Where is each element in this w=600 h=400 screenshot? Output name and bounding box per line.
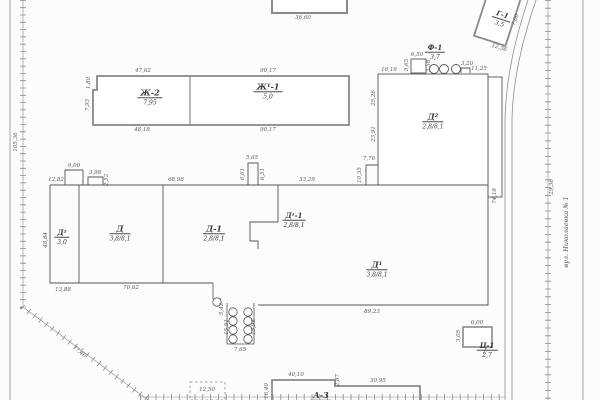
dim-label: 6,51 xyxy=(260,167,266,181)
dim-label: 68,98 xyxy=(168,177,184,183)
building-label-d1-mid: Д-1 2,8/8,1 xyxy=(203,224,225,242)
dim-label: 2,52 xyxy=(104,173,110,187)
building-top-outline xyxy=(271,0,348,14)
dim-label: 47,62 xyxy=(135,68,151,74)
building-c1-outline xyxy=(462,326,493,355)
building-label-a3: А-3 xyxy=(310,390,332,400)
dim-label: 48,18 xyxy=(134,127,150,133)
dim-label: 9,00 xyxy=(67,163,81,169)
building-name: Ж¹-1 xyxy=(253,82,283,93)
dim-label: 7,65 xyxy=(233,347,247,353)
dim-label: 29,36 xyxy=(549,179,555,195)
building-name: Д² xyxy=(422,112,444,123)
dim-label: 2,87 xyxy=(335,373,341,387)
dim-label: 40,10 xyxy=(288,372,304,378)
building-label-f1: Ф-1 3,7 xyxy=(424,43,446,61)
building-label-d: Д 3,8/8,1 xyxy=(109,224,131,242)
building-label-d1-1: Д¹-1 2,8/8,1 xyxy=(282,211,306,229)
building-name: Ц-1 xyxy=(476,341,498,351)
shed-dashed-outline xyxy=(189,381,226,400)
building-label-d2-small: Д² 3,0 xyxy=(54,228,70,246)
dim-label: 74,18 xyxy=(492,188,498,204)
frame-lines xyxy=(9,0,584,400)
building-name: Ж-2 xyxy=(137,88,163,99)
building-label-d1-big: Д¹ 3,8/8,1 xyxy=(366,260,388,278)
dim-label: 6,50 xyxy=(410,52,424,58)
dim-label: 10,35 xyxy=(357,167,363,183)
building-label-zh2: Ж-2 7,95 xyxy=(137,88,163,106)
dim-label: 3,58 xyxy=(426,59,432,73)
dim-label: 36,60 xyxy=(295,15,311,21)
building-label-zh1: Ж¹-1 5,0 xyxy=(253,82,283,100)
building-height: 7,95 xyxy=(143,98,157,106)
building-height: 2,8/8,1 xyxy=(422,122,444,130)
building-height: 2,7 xyxy=(482,351,492,359)
dim-label: 89,23 xyxy=(364,309,380,315)
dim-label: 15,51 xyxy=(224,319,230,335)
building-name: Д xyxy=(109,224,131,235)
dim-label: 30,95 xyxy=(370,378,386,384)
dim-label: 7,76 xyxy=(362,156,376,162)
dim-label: 12,82 xyxy=(48,177,64,183)
street-name-label: вул. Николаевка № 1 xyxy=(562,196,570,268)
dim-label: 1,80 xyxy=(86,76,92,90)
dim-label: 6,61 xyxy=(240,167,246,181)
building-height: 2,8/8,1 xyxy=(203,234,225,242)
dim-label: 90,17 xyxy=(260,127,276,133)
building-name: А-3 xyxy=(310,390,332,400)
building-label-c1: Ц-1 2,7 xyxy=(476,341,498,359)
courtyard-columns xyxy=(212,283,255,345)
dim-label: 15,98 xyxy=(251,319,257,335)
building-name: Д¹-1 xyxy=(282,211,306,221)
building-height: 3,7 xyxy=(430,53,440,61)
building-height: 3,0 xyxy=(57,238,67,246)
dim-label: 48,84 xyxy=(43,232,49,248)
dim-label: 7,93 xyxy=(85,98,91,112)
boundary-fence xyxy=(20,0,551,400)
dim-label: 16,40 xyxy=(264,383,270,399)
building-height: 2,8/8,1 xyxy=(283,221,305,229)
building-name: Д¹ xyxy=(366,260,388,271)
structure-f1 xyxy=(410,58,471,74)
building-height: 3,8/8,1 xyxy=(109,234,131,242)
building-name: Ф-1 xyxy=(424,43,446,53)
building-name: Д-1 xyxy=(203,224,225,235)
dim-label: 13,88 xyxy=(55,287,71,293)
road xyxy=(504,0,537,400)
building-height: 5,0 xyxy=(263,92,273,100)
dim-label: 3,05 xyxy=(456,329,462,343)
building-height: 3,8/8,1 xyxy=(366,270,388,278)
dim-label: 33,29 xyxy=(299,177,315,183)
dim-label: 16,16 xyxy=(381,67,397,73)
dim-label: 3,98 xyxy=(88,170,102,176)
tank-circle xyxy=(429,64,439,74)
dim-label: 70,62 xyxy=(123,285,139,291)
building-zh-outline xyxy=(92,75,350,126)
tank-circle xyxy=(439,64,449,74)
dim-label: 90,17 xyxy=(260,68,276,74)
building-label-d2-big: Д² 2,8/8,1 xyxy=(422,112,444,130)
building-a3-outline xyxy=(271,379,421,400)
dim-label: 11,25 xyxy=(471,66,487,72)
dim-label: 105,36 xyxy=(13,132,19,152)
dim-label: 12,50 xyxy=(199,387,215,393)
dim-label: 5,65 xyxy=(245,155,259,161)
building-complex-outline xyxy=(49,162,489,306)
dim-label: 5,42 xyxy=(219,302,225,316)
dim-label: 23,91 xyxy=(371,126,377,142)
dim-label: 5,65 xyxy=(404,58,410,72)
building-d2big-outline xyxy=(365,73,503,198)
building-name: Д² xyxy=(54,228,70,238)
tank-circle xyxy=(451,64,461,74)
building-g1-outline xyxy=(472,0,524,48)
dim-label: 6,00 xyxy=(470,320,484,326)
dim-label: 3,20 xyxy=(460,61,474,67)
dim-label: 25,26 xyxy=(371,90,377,106)
